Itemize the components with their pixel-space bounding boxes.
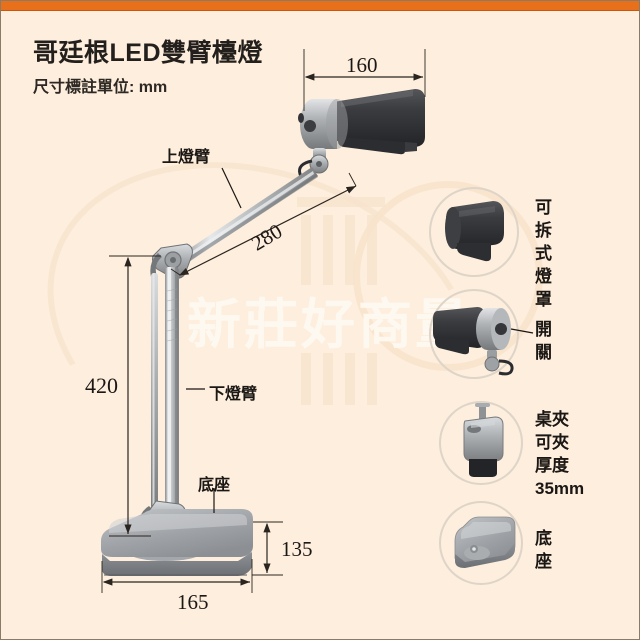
dimension-height: 420	[85, 373, 118, 398]
dimension-base-width: 165	[177, 590, 209, 614]
dimension-head-width: 160	[346, 53, 378, 77]
callout-ring	[439, 501, 523, 585]
accent-bar	[1, 1, 639, 11]
unit-note: 尺寸標註單位: mm	[33, 79, 168, 96]
page-title: 哥廷根LED雙臂檯燈	[33, 39, 264, 67]
leader-lines	[186, 167, 242, 513]
callout-label: 桌夾 可夾厚度 35mm	[535, 410, 585, 498]
base-plate-icon	[454, 516, 516, 568]
label-base: 底座	[198, 477, 231, 494]
switch-icon	[433, 307, 534, 376]
callout-label: 底座	[535, 529, 552, 571]
label-upper-arm: 上燈臂	[162, 149, 211, 166]
callout-label: 可拆式 燈罩	[535, 198, 552, 309]
lower-arm	[151, 267, 179, 511]
lamp-shade-icon	[445, 201, 504, 262]
lamp-head	[298, 89, 425, 181]
base-plate	[101, 509, 253, 576]
callout-ring	[439, 401, 523, 485]
dimension-base-depth: 135	[281, 537, 313, 561]
upper-arm	[174, 167, 318, 268]
desk-clamp-icon	[463, 403, 504, 477]
dimension-lines	[101, 49, 426, 593]
callout-ring	[429, 289, 519, 379]
label-lower-arm: 下燈臂	[209, 386, 258, 403]
callout-label: 開關	[535, 320, 552, 362]
callout-ring	[429, 187, 519, 277]
